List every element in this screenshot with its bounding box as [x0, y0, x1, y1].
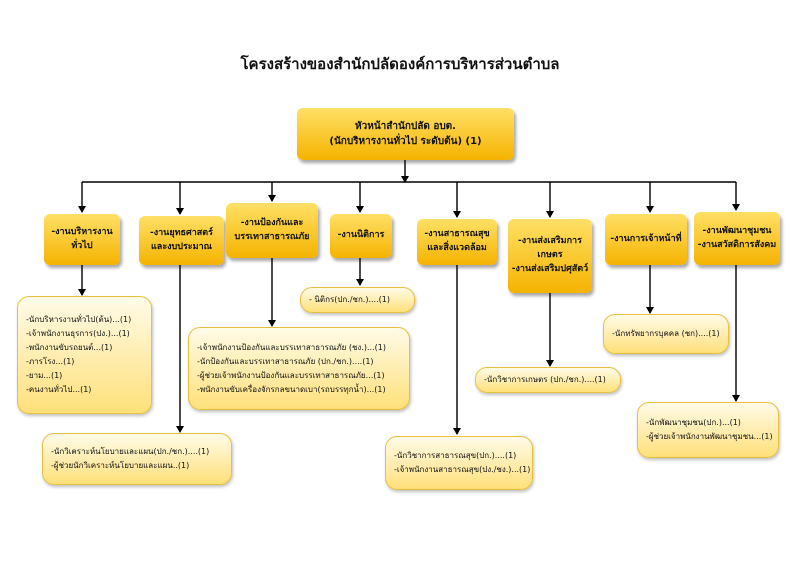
unit-label: ทั่วไป	[71, 240, 93, 251]
staff-item: -ภารโรง...(1)	[26, 357, 75, 366]
staff-item: -ผู้ช่วยเจ้าพนักงานพัฒนาชุมชน...(1)	[646, 432, 773, 441]
chart-title: โครงสร้างของสำนักปลัดองค์การบริหารส่วนตำ…	[240, 55, 560, 73]
unit-label: บรรเทาสาธารณภัย	[234, 231, 310, 242]
unit-strategy-budget: -งานยุทธศาสตร์ และงบประมาณ	[139, 216, 224, 265]
staff-item: -นักพัฒนาชุมชน(ปก.)...(1)	[646, 418, 741, 427]
staff-general-admin: -นักบริหารงานทั่วไป(ต้น)...(1) -เจ้าพนัก…	[17, 296, 152, 414]
unit-public-health: -งานสาธารณสุข และสิ่งแวดล้อม	[417, 219, 497, 265]
staff-item: -คนงานทั่วไป...(1)	[26, 385, 92, 394]
staff-item: - นิติกร(ปก./ชก.)....(1)	[309, 295, 390, 304]
unit-label: -งานบริหารงาน	[51, 226, 113, 237]
staff-community-development: -นักพัฒนาชุมชน(ปก.)...(1) -ผู้ช่วยเจ้าพน…	[637, 402, 779, 458]
head-office-box: หัวหน้าสำนักปลัด อบต. (นักบริหารงานทั่วไ…	[297, 108, 514, 160]
staff-public-health: -นักวิชาการสาธารณสุข(ปก.)....(1) -เจ้าพน…	[385, 436, 533, 490]
unit-label: -งานสวัสดิการสังคม	[697, 239, 777, 250]
staff-item: -เจ้าพนักงานธุรการ(ปง.)...(1)	[26, 329, 130, 338]
staff-item: -นักวิชาการสาธารณสุข(ปก.)....(1)	[394, 451, 517, 460]
unit-legal: -งานนิติการ	[330, 214, 392, 258]
staff-agriculture: -นักวิชาการเกษตร (ปก./ชก.)....(1)	[475, 367, 621, 393]
unit-disaster-prevention: -งานป้องกันและ บรรเทาสาธารณภัย	[226, 203, 318, 258]
unit-label: -งานสาธารณสุข	[424, 229, 490, 240]
unit-agriculture: -งานส่งเสริมการ เกษตร -งานส่งเสริมปศุสัต…	[508, 219, 592, 293]
unit-label: -งานการเจ้าหน้าที่	[610, 233, 682, 244]
staff-strategy-budget: -นักวิเคราะห์นโยบายและแผน(ปก./ชก.)....(1…	[42, 433, 232, 485]
unit-label: -งานส่งเสริมปศุสัตว์	[511, 263, 589, 274]
unit-label: -งานยุทธศาสตร์	[150, 227, 213, 238]
unit-label: และสิ่งแวดล้อม	[427, 243, 487, 253]
staff-personnel: -นักทรัพยากรบุคคล (ชก)....(1)	[603, 314, 729, 354]
head-office-position: (นักบริหารงานทั่วไป ระดับต้น) (1)	[329, 136, 482, 147]
staff-item: -นักวิเคราะห์นโยบายและแผน(ปก./ชก.)....(1…	[51, 447, 210, 456]
unit-community-development: -งานพัฒนาชุมชน -งานสวัสดิการสังคม	[694, 212, 780, 265]
staff-item: -เจ้าพนักงานป้องกันและบรรเทาสาธารณภัย (ช…	[197, 342, 386, 352]
staff-item: -ผู้ช่วยเจ้าพนักงานป้องกันและบรรเทาสาธาร…	[197, 370, 385, 380]
staff-item: -ยาม...(1)	[26, 371, 63, 380]
unit-label: เกษตร	[537, 250, 563, 261]
unit-personnel: -งานการเจ้าหน้าที่	[605, 214, 687, 265]
staff-item: -นักป้องกันและบรรเทาสาธารณภัย (ปก./ชก.).…	[197, 356, 374, 366]
unit-label: -งานนิติการ	[337, 230, 385, 241]
unit-label: -งานพัฒนาชุมชน	[702, 225, 772, 236]
staff-item: -นักทรัพยากรบุคคล (ชก)....(1)	[612, 329, 720, 338]
head-office-title: หัวหน้าสำนักปลัด อบต.	[355, 120, 456, 132]
staff-item: -ผู้ช่วยนักวิเคราะห์นโยบายและแผน..(1)	[51, 461, 190, 470]
staff-disaster-prevention: -เจ้าพนักงานป้องกันและบรรเทาสาธารณภัย (ช…	[188, 327, 410, 410]
unit-label: และงบประมาณ	[151, 241, 212, 252]
staff-item: -นักบริหารงานทั่วไป(ต้น)...(1)	[26, 315, 132, 324]
staff-legal: - นิติกร(ปก./ชก.)....(1)	[300, 287, 415, 313]
staff-item: -พนักงานขับรถยนต์...(1)	[26, 343, 113, 352]
staff-item: -นักวิชาการเกษตร (ปก./ชก.)....(1)	[484, 375, 606, 384]
unit-general-admin: -งานบริหารงาน ทั่วไป	[44, 214, 120, 265]
staff-item: -เจ้าพนักงานสาธารณสุข(ปง./ชง.)...(1)	[394, 465, 531, 474]
staff-item: -พนักงานขับเครื่องจักรกลขนาดเบา(รถบรรทุก…	[197, 384, 386, 394]
unit-label: -งานป้องกันและ	[240, 217, 304, 228]
unit-label: -งานส่งเสริมการ	[518, 236, 582, 247]
